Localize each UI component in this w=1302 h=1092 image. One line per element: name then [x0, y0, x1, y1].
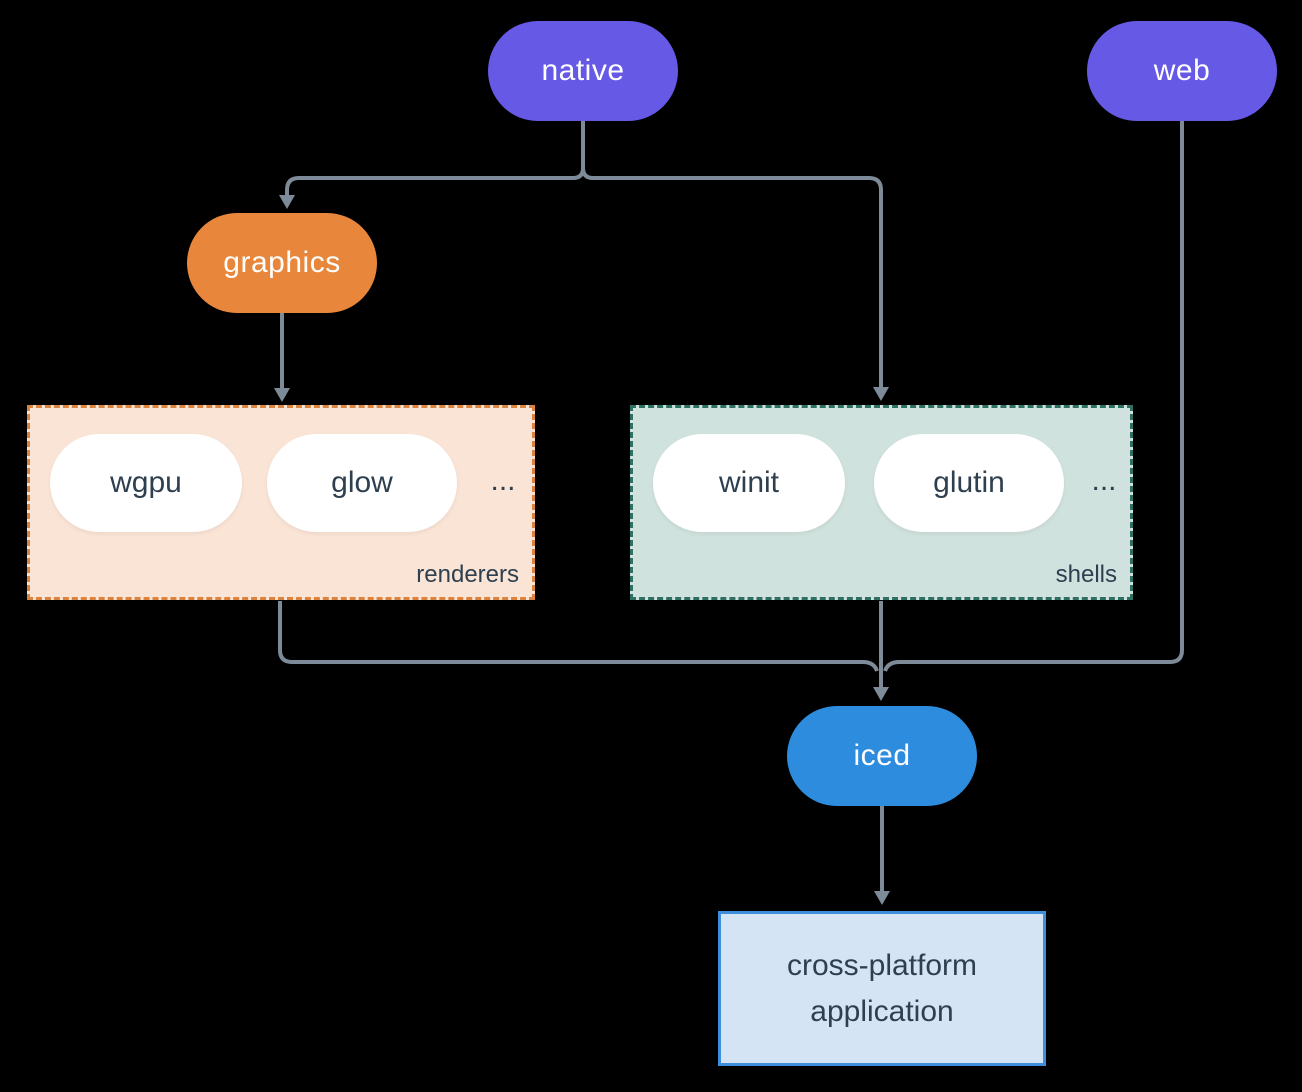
node-glutin-label: glutin: [933, 466, 1005, 499]
node-iced-label: iced: [853, 739, 911, 772]
arrowhead-shells: [873, 387, 889, 401]
node-glutin: glutin: [874, 434, 1064, 532]
node-graphics: graphics: [187, 213, 377, 313]
node-wgpu-label: wgpu: [110, 466, 182, 499]
node-graphics-label: graphics: [223, 246, 341, 279]
node-winit: winit: [653, 434, 845, 532]
node-web-label: web: [1153, 54, 1211, 87]
node-glow-label: glow: [331, 466, 393, 499]
node-wgpu: wgpu: [50, 434, 242, 532]
node-glow: glow: [267, 434, 457, 532]
node-application: cross-platform application: [718, 911, 1046, 1066]
arrowhead-graphics: [279, 195, 295, 209]
node-native: native: [488, 21, 678, 121]
edge-native-graphics: [285, 121, 585, 196]
group-shells: winit glutin ... shells: [630, 405, 1133, 600]
renderers-ellipsis: ...: [490, 464, 516, 497]
group-renderers: wgpu glow ... renderers: [27, 405, 535, 600]
edge-native-shells: [581, 167, 883, 388]
arrowhead-iced: [873, 687, 889, 701]
node-native-label: native: [541, 54, 625, 87]
application-label-line1: cross-platform: [786, 948, 978, 982]
application-label-line2: application: [810, 994, 954, 1028]
node-winit-label: winit: [718, 466, 779, 499]
node-web: web: [1087, 21, 1277, 121]
arrowhead-application: [874, 891, 890, 905]
arrowhead-renderers: [274, 388, 290, 402]
shells-group-label: shells: [1055, 561, 1117, 588]
node-iced: iced: [787, 706, 977, 806]
renderers-group-label: renderers: [416, 561, 519, 588]
edge-renderers-iced: [278, 601, 879, 672]
shells-ellipsis: ...: [1091, 464, 1117, 497]
